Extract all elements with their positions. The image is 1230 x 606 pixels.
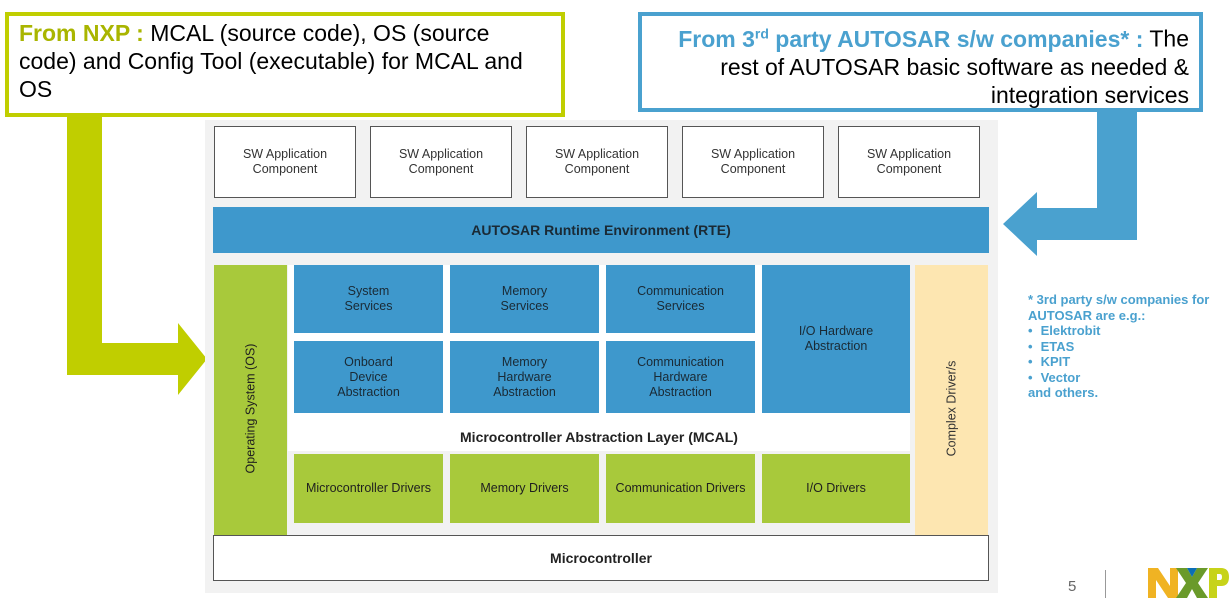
third-party-callout-text: The rest of AUTOSAR basic software as ne… bbox=[720, 25, 1189, 108]
swc-line2: Component bbox=[876, 162, 942, 176]
block-line: Communication bbox=[637, 284, 724, 298]
nxp-logo-icon bbox=[1148, 568, 1229, 598]
block-line: Services bbox=[500, 299, 549, 313]
os-label: Operating System (OS) bbox=[243, 343, 257, 473]
nxp-green-arrow bbox=[67, 117, 207, 395]
microcontroller-drivers-block: Microcontroller Drivers bbox=[294, 454, 443, 523]
rte-layer: AUTOSAR Runtime Environment (RTE) bbox=[213, 207, 989, 253]
nxp-callout-lead: From NXP : bbox=[19, 20, 144, 46]
swc-line1: SW Application bbox=[398, 147, 484, 161]
third-party-callout: From 3rd party AUTOSAR s/w companies* : … bbox=[638, 12, 1203, 112]
swc-line1: SW Application bbox=[710, 147, 796, 161]
io-drivers-block: I/O Drivers bbox=[762, 454, 910, 523]
footnote-heading: * 3rd party s/w companies for AUTOSAR ar… bbox=[1028, 292, 1210, 323]
block-line: System bbox=[347, 284, 390, 298]
list-item: KPIT bbox=[1028, 354, 1228, 370]
block-line: I/O Hardware bbox=[798, 324, 874, 338]
footer-divider bbox=[1105, 570, 1106, 598]
block-line: Abstraction bbox=[804, 339, 868, 353]
block-line: Abstraction bbox=[649, 384, 712, 399]
block-line: Abstraction bbox=[493, 384, 556, 399]
swc-line2: Component bbox=[408, 162, 474, 176]
third-party-footnote: * 3rd party s/w companies for AUTOSAR ar… bbox=[1028, 292, 1228, 401]
operating-system-block: Operating System (OS) bbox=[214, 265, 287, 551]
lead-sup: rd bbox=[754, 25, 769, 41]
swc-line2: Component bbox=[252, 162, 318, 176]
mcal-label: Microcontroller Abstraction Layer (MCAL) bbox=[460, 428, 738, 445]
swc-line2: Component bbox=[564, 162, 630, 176]
block-line: Memory bbox=[501, 354, 548, 369]
nxp-callout: From NXP : MCAL (source code), OS (sourc… bbox=[5, 12, 565, 117]
lead-post: party AUTOSAR s/w companies* : bbox=[768, 25, 1144, 52]
block-line: Hardware bbox=[497, 369, 552, 384]
microcontroller-block: Microcontroller bbox=[213, 535, 989, 581]
block-line: Hardware bbox=[653, 369, 708, 384]
block-line: Device bbox=[349, 369, 388, 384]
block-line: Memory bbox=[501, 284, 548, 298]
footnote-footer: and others. bbox=[1028, 385, 1099, 400]
memory-drivers-block: Memory Drivers bbox=[450, 454, 599, 523]
communication-drivers-block: Communication Drivers bbox=[606, 454, 755, 523]
swc-line1: SW Application bbox=[554, 147, 640, 161]
list-item: Elektrobit bbox=[1028, 323, 1228, 339]
block-line: Abstraction bbox=[337, 384, 400, 399]
complex-drivers-block: Complex Driver/s bbox=[915, 265, 988, 551]
block-line: Onboard bbox=[344, 354, 393, 369]
cdd-label: Complex Driver/s bbox=[944, 360, 959, 456]
swc-line1: SW Application bbox=[242, 147, 328, 161]
list-item: ETAS bbox=[1028, 339, 1228, 355]
nxp-callout-text: MCAL (source code), OS (source code) and… bbox=[19, 20, 523, 102]
block-line: Communication bbox=[637, 354, 724, 369]
third-party-callout-lead: From 3rd party AUTOSAR s/w companies* : bbox=[678, 25, 1144, 52]
swc-line1: SW Application bbox=[866, 147, 952, 161]
lead-pre: From 3 bbox=[678, 25, 755, 52]
block-line: Services bbox=[656, 299, 705, 313]
block-line: Services bbox=[344, 299, 393, 313]
page-number: 5 bbox=[1068, 578, 1077, 595]
list-item: Vector bbox=[1028, 370, 1228, 386]
footnote-list: Elektrobit ETAS KPIT Vector bbox=[1028, 323, 1228, 385]
third-party-blue-arrow bbox=[1003, 112, 1137, 256]
swc-line2: Component bbox=[720, 162, 786, 176]
